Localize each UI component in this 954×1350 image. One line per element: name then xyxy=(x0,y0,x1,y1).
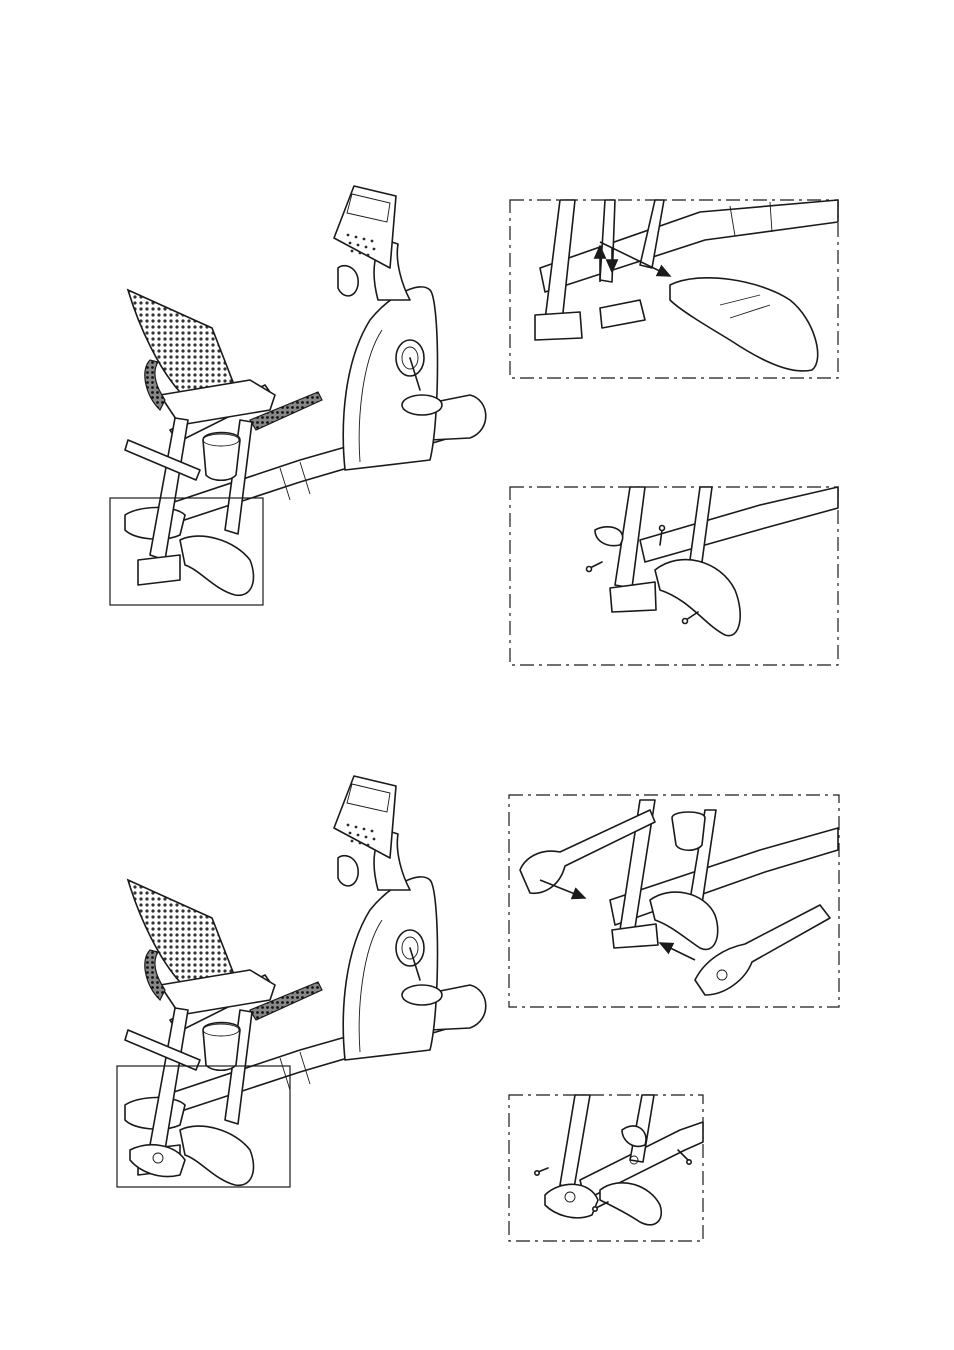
bike-overview-step-2 xyxy=(117,776,486,1187)
bike-overview-step-1 xyxy=(110,186,486,605)
detail-1b xyxy=(510,487,838,665)
detail-2a xyxy=(509,795,839,1007)
detail-2b xyxy=(509,1095,703,1241)
detail-1a xyxy=(510,200,838,378)
